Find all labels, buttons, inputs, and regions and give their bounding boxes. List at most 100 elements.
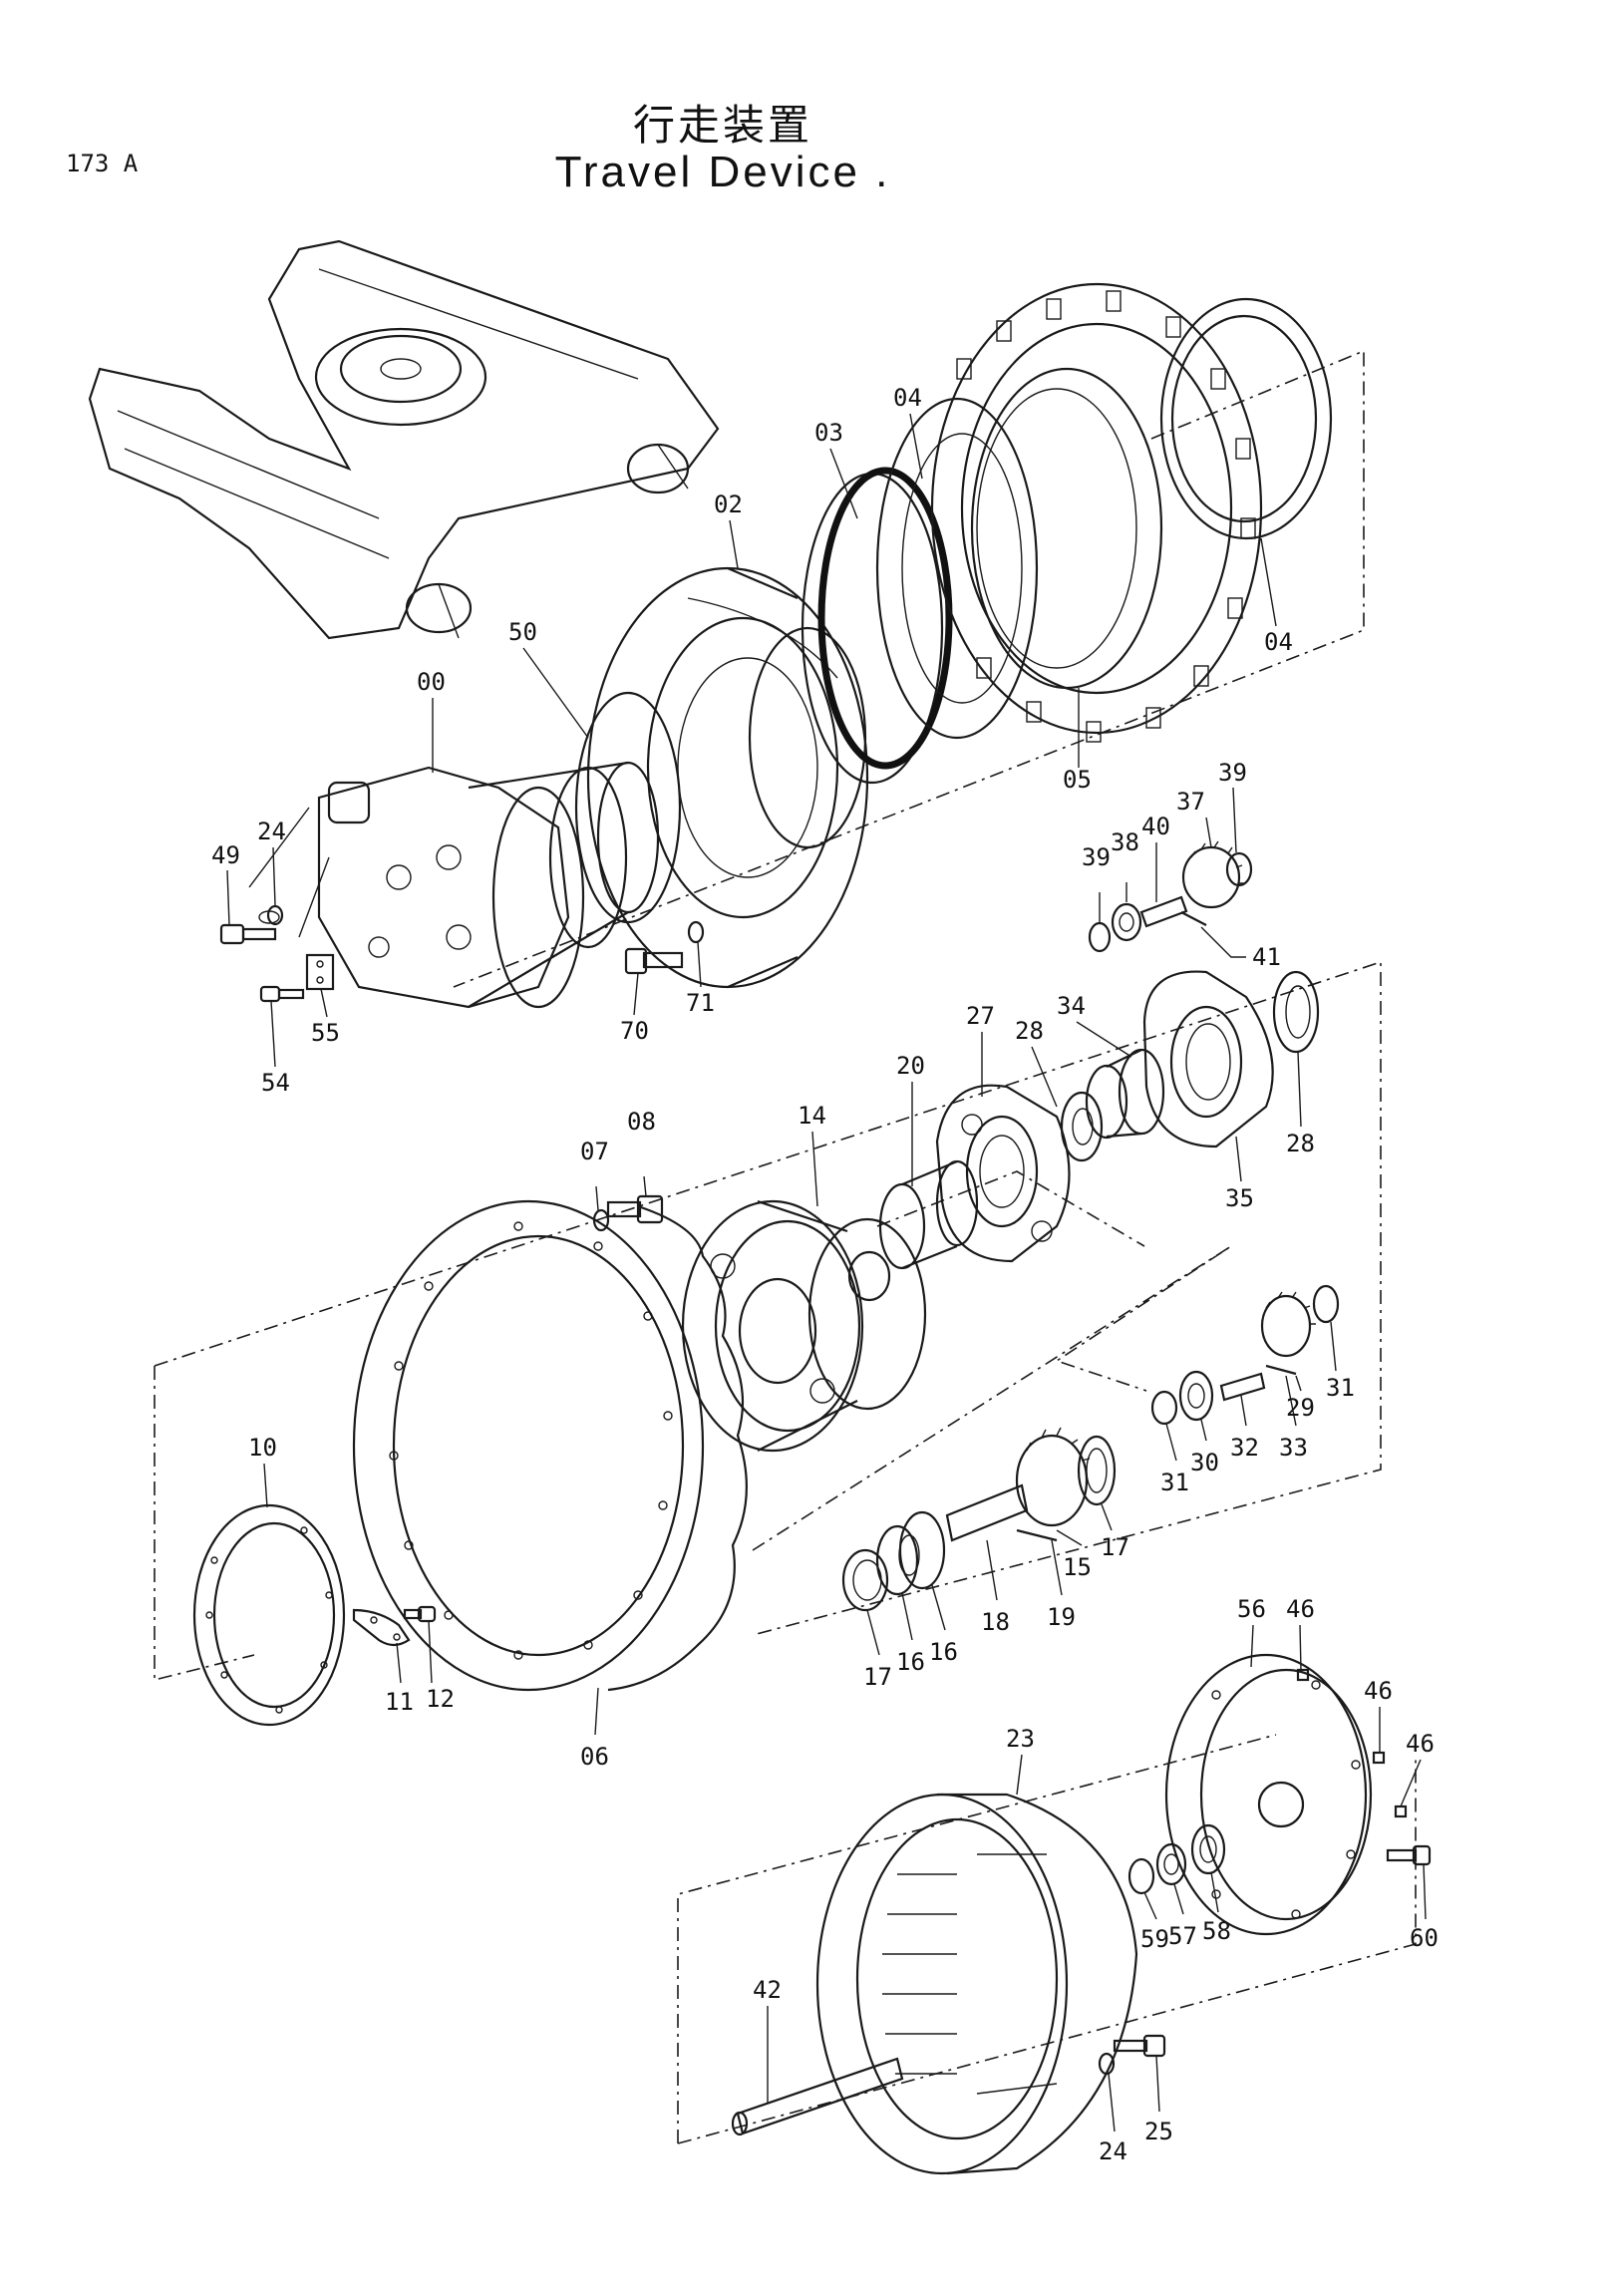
bolt-25-drawing [1113,2034,1166,2058]
plate-55-drawing [305,953,335,991]
sun-gear-34-drawing [1085,1048,1165,1140]
callout-23: 23 [1006,1725,1035,1753]
bolt-12-drawing [403,1605,437,1623]
callout-30: 30 [1190,1449,1219,1476]
washer-17-left-drawing [841,1548,889,1612]
callout-39-upper: 39 [1218,759,1247,787]
travel-motor-drawing [248,761,660,1009]
gear-15-drawing [1015,1427,1091,1527]
callout-17-right: 17 [1101,1533,1129,1561]
washer-39-lower-drawing [1088,921,1112,953]
callout-10: 10 [248,1434,277,1462]
snap-ring-59-drawing [1127,1857,1155,1895]
callout-37: 37 [1176,788,1205,816]
washer-17-right-drawing [1077,1435,1117,1506]
callout-46-bottom: 46 [1406,1730,1435,1758]
callout-60: 60 [1410,1924,1439,1952]
washer-31-upper-drawing [1312,1284,1340,1324]
callout-24-motor: 24 [257,818,286,845]
housing-05-drawing [930,282,1263,743]
shaft-18-drawing [945,1483,1029,1542]
ring-gear-06-drawing [352,1199,748,1692]
callout-58: 58 [1202,1917,1231,1945]
callout-32: 32 [1230,1434,1259,1462]
bolt-49-drawing [219,923,277,945]
bearing-16-drawing [875,1510,946,1596]
hub-02-drawing [586,566,869,989]
callout-24-drum: 24 [1099,2137,1127,2165]
washer-71-drawing [687,920,705,944]
seal-57-drawing [1155,1842,1187,1886]
callout-04-bearing: 04 [893,384,922,412]
bearing-30-drawing [1178,1370,1214,1422]
callout-33: 33 [1279,1434,1308,1462]
diagram-title-chinese: 行走装置 [632,101,812,150]
bolt-54-drawing [259,985,305,1003]
callout-46-middle: 46 [1364,1677,1393,1705]
seal-04-drawing [1159,297,1333,540]
callout-16-left: 16 [896,1648,925,1676]
diagram-title-english: Travel Device . [554,148,891,196]
washer-31-lower-drawing [1150,1390,1178,1426]
assembly-boundary-lines [154,349,1417,2144]
callout-02: 02 [714,491,743,518]
plug-46-bottom-drawing [1394,1804,1408,1818]
callout-19: 19 [1047,1603,1076,1631]
bolt-70-drawing [624,947,684,975]
callout-06: 06 [580,1743,609,1771]
callout-39-lower: 39 [1082,843,1111,871]
sun-gear-20-drawing [878,1159,979,1270]
bearing-04-drawing [875,397,1039,740]
shaft-42-drawing [731,2057,904,2136]
key-33-drawing [1265,1364,1297,1376]
leader-lines [226,413,1427,2132]
drum-23-drawing [815,1793,1138,2175]
key-19-drawing [1016,1528,1058,1542]
callout-54: 54 [261,1069,290,1097]
callout-71: 71 [686,989,715,1017]
callout-05: 05 [1063,766,1092,794]
callout-12: 12 [426,1685,455,1713]
plug-46-top-drawing [1296,1668,1310,1682]
cover-10-drawing [192,1503,346,1727]
bearing-38-drawing [1111,902,1142,942]
bearing-58-drawing [1190,1823,1226,1875]
callout-17-left: 17 [863,1663,892,1691]
callout-70: 70 [620,1017,649,1045]
key-41-drawing [1180,911,1207,926]
callout-46-top: 46 [1286,1595,1315,1623]
callout-56: 56 [1237,1595,1266,1623]
callout-49: 49 [211,841,240,869]
page-code: 173 A [66,150,139,177]
callout-25: 25 [1144,2118,1173,2145]
callout-34: 34 [1057,992,1086,1020]
bolt-08-drawing [606,1194,664,1224]
callout-18: 18 [981,1608,1010,1636]
callout-00: 00 [417,668,446,696]
callout-28-left: 28 [1015,1017,1044,1045]
ring-03-drawing [801,467,953,785]
callout-20: 20 [896,1052,925,1080]
thrust-washer-28-right-drawing [1272,970,1320,1054]
callout-42: 42 [753,1976,782,2004]
callout-labels: 00 02 03 04 04 05 50 49 24 55 54 70 71 3… [211,384,1439,2165]
pin-40-drawing [1139,895,1188,928]
gear-29-drawing [1260,1291,1316,1358]
plug-46-middle-drawing [1372,1751,1386,1765]
washer-24-drum-drawing [1098,2052,1116,2076]
pin-32-drawing [1219,1372,1266,1402]
callout-27: 27 [966,1002,995,1030]
callout-16-right: 16 [929,1638,958,1666]
callout-08: 08 [627,1108,656,1136]
callout-11: 11 [385,1688,414,1716]
callout-31-lower: 31 [1160,1469,1189,1496]
washer-39-upper-drawing [1225,851,1253,887]
callout-29: 29 [1286,1394,1315,1422]
bolt-60-drawing [1386,1844,1432,1866]
track-frame-drawing [88,239,720,640]
callout-31-upper: 31 [1326,1374,1355,1402]
callout-35: 35 [1225,1184,1254,1212]
carrier-14-drawing [681,1199,927,1453]
callout-28-right: 28 [1286,1130,1315,1157]
